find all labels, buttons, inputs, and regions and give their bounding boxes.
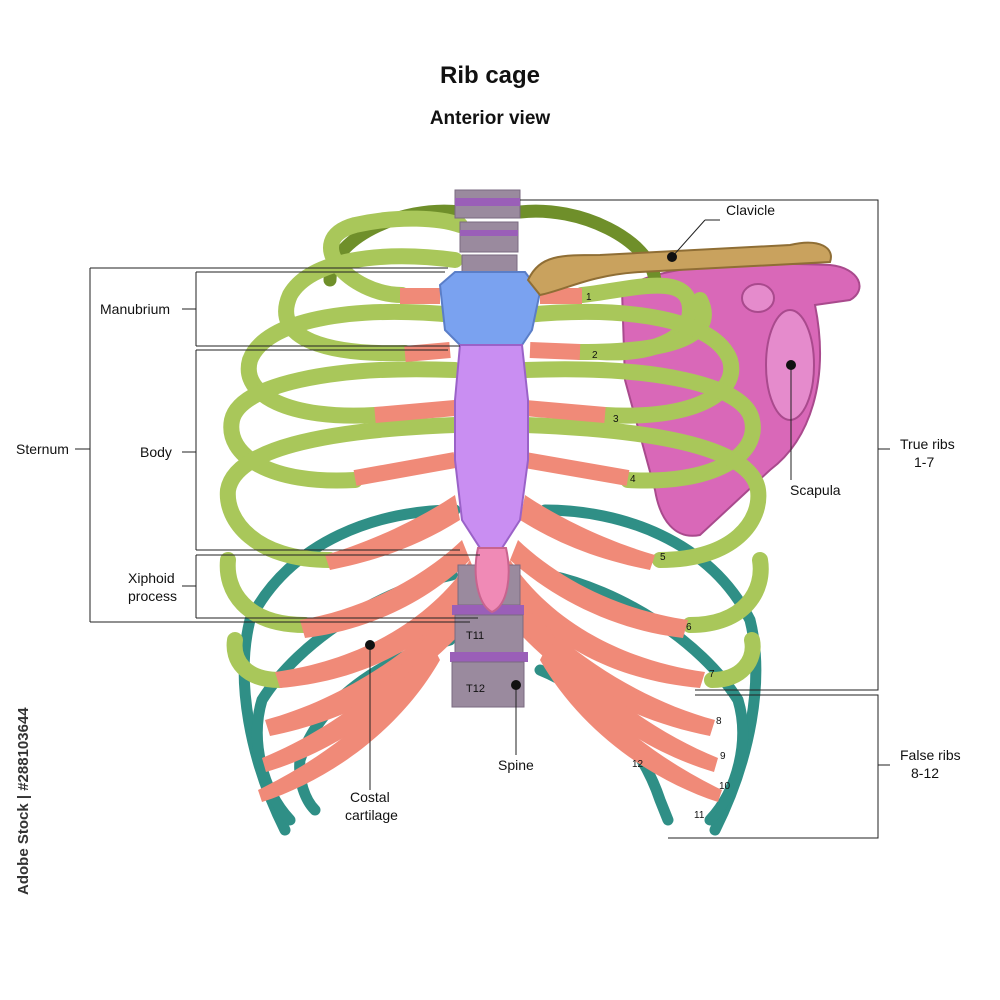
rib-number-3: 3 [613, 414, 619, 425]
rib-number-10: 10 [719, 781, 731, 792]
rib-number-6: 6 [686, 622, 692, 633]
label-t12: T12 [466, 683, 485, 695]
label-t11: T11 [466, 630, 484, 642]
label-scapula: Scapula [790, 482, 841, 498]
label-manubrium: Manubrium [100, 301, 170, 317]
leader-lines [75, 199, 890, 839]
rib-number-5: 5 [660, 552, 666, 563]
rib-number-7: 7 [709, 669, 715, 680]
rib-number-1: 1 [586, 292, 592, 303]
lower-cartilage [258, 495, 722, 802]
leader-dots [365, 252, 796, 690]
label-sternum: Sternum [16, 441, 69, 457]
label-false-ribs-1: False ribs [900, 747, 961, 763]
rib-number-11: 11 [694, 810, 705, 821]
rib-number-8: 8 [716, 716, 722, 727]
watermark-text: Adobe Stock | #288103644 [15, 707, 32, 895]
label-clavicle: Clavicle [726, 202, 775, 218]
costal-cartilages [353, 288, 630, 486]
label-costal-1: Costal [350, 789, 390, 805]
label-costal-2: cartilage [345, 807, 398, 823]
rib-number-2: 2 [592, 350, 598, 361]
label-true-ribs-1: True ribs [900, 436, 955, 452]
label-false-ribs-2: 8-12 [911, 765, 939, 781]
label-body: Body [140, 444, 172, 460]
clavicle [526, 241, 832, 297]
manubrium [438, 271, 542, 346]
label-xiphoid-1: Xiphoid [128, 570, 175, 586]
rib-number-4: 4 [630, 474, 636, 485]
page-subtitle: Anterior view [429, 108, 551, 129]
sternum [438, 271, 542, 614]
rib-number-12: 12 [632, 759, 644, 770]
label-xiphoid-2: process [128, 588, 177, 604]
xiphoid-process [474, 547, 510, 614]
rib-number-9: 9 [720, 751, 726, 762]
label-spine: Spine [498, 757, 534, 773]
page-title: Rib cage [439, 62, 541, 89]
label-true-ribs-2: 1-7 [914, 454, 934, 470]
sternum-body [454, 344, 529, 549]
